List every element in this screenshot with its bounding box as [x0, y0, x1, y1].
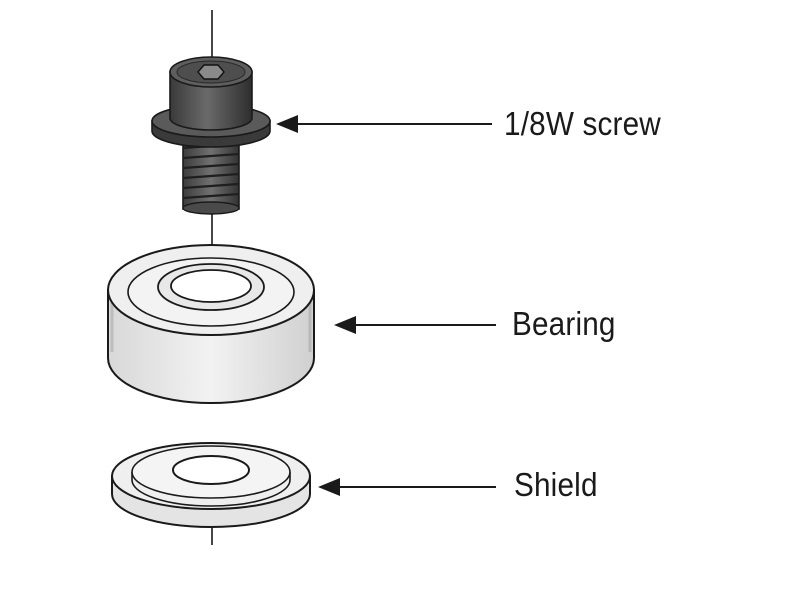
socket-head-screw-icon: [151, 56, 271, 215]
shield-washer-icon: [111, 442, 311, 528]
ball-bearing-icon: [107, 244, 315, 404]
shield-pointer-arrow: [318, 478, 496, 496]
screw-label: 1/8W screw: [504, 105, 661, 142]
screw-pointer-arrow: [276, 115, 492, 133]
bearing-label: Bearing: [512, 305, 616, 342]
bearing-pointer-arrow: [334, 316, 496, 334]
shield-label: Shield: [514, 466, 598, 503]
